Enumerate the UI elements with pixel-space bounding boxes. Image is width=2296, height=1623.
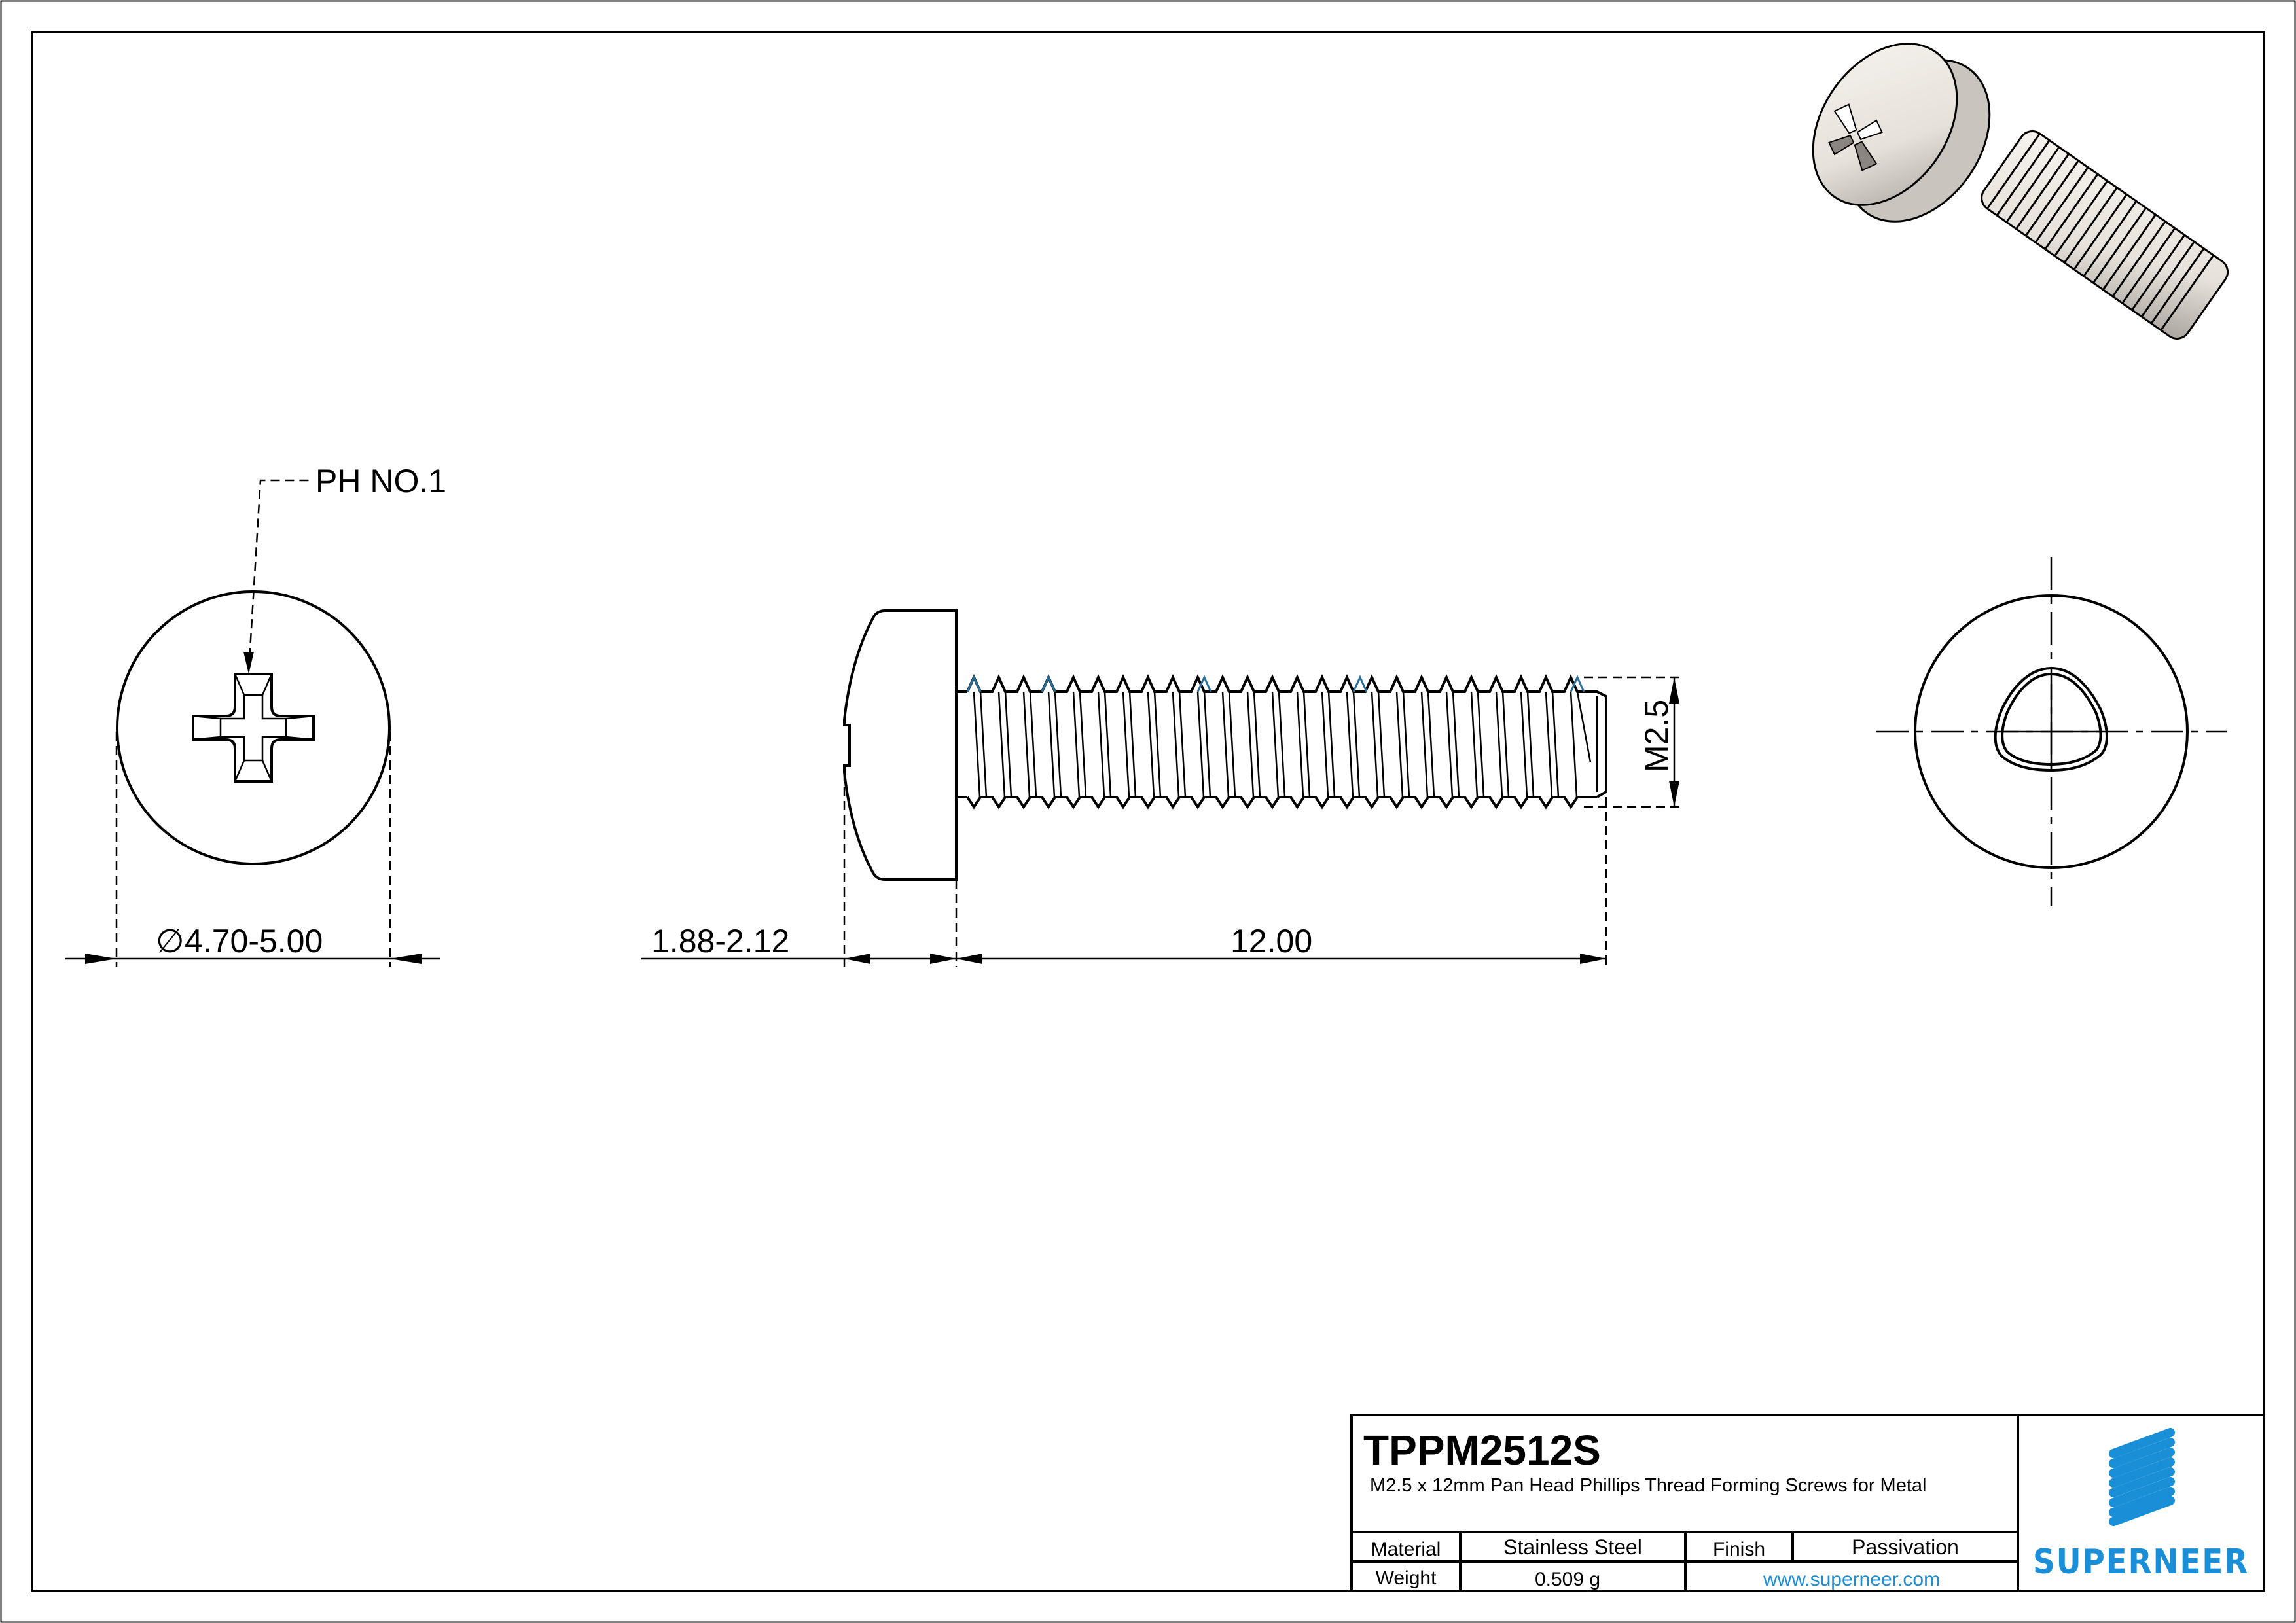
phillips-recess-icon	[192, 673, 315, 783]
finish-label: Finish	[1713, 1539, 1765, 1560]
side-view: 1.88-2.12 12.00 M2.5	[641, 609, 1683, 967]
top-view-head: PH NO.1 ∅ 4.70-5.00	[65, 463, 446, 967]
head-diameter-dimension: 4.70-5.00	[185, 923, 323, 959]
head-height-dimension: 1.88-2.12	[651, 923, 789, 959]
weight-value: 0.509 g	[1535, 1569, 1600, 1590]
end-view-trilobular	[1876, 557, 2227, 906]
inner-frame	[31, 31, 2265, 1592]
part-description: M2.5 x 12mm Pan Head Phillips Thread For…	[1370, 1475, 1926, 1496]
leader-arrowhead-icon	[243, 652, 254, 674]
website-link[interactable]: www.superneer.com	[1763, 1569, 1940, 1590]
material-label: Material	[1371, 1539, 1441, 1560]
phillips-recess-icon	[1828, 103, 1883, 171]
length-dimension: 12.00	[1230, 923, 1312, 959]
diagonal-stripes-icon	[2109, 1428, 2175, 1526]
part-number: TPPM2512S	[1363, 1427, 1601, 1474]
brand-logo-text: SUPERNEER	[2033, 1543, 2249, 1582]
isometric-render	[1812, 43, 2229, 340]
thread-body	[956, 674, 1607, 810]
diameter-symbol: ∅	[156, 923, 185, 959]
drive-callout: PH NO.1	[315, 463, 446, 499]
finish-value: Passivation	[1852, 1535, 1959, 1559]
title-block: TPPM2512S M2.5 x 12mm Pan Head Phillips …	[1350, 1414, 2265, 1592]
thread-size-dimension: M2.5	[1638, 700, 1675, 772]
weight-label: Weight	[1376, 1567, 1437, 1589]
material-value: Stainless Steel	[1503, 1535, 1642, 1559]
